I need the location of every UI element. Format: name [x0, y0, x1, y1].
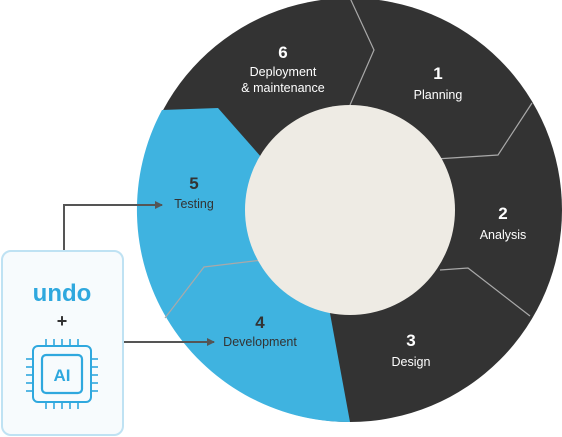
phase-4-label: Development [223, 335, 297, 349]
phase-1-label: Planning [414, 88, 463, 102]
center-hub [245, 105, 455, 315]
phase-6-number: 6 [278, 43, 287, 62]
phase-2-label: Analysis [480, 228, 527, 242]
segment-testing-development [136, 108, 350, 423]
phase-1-number: 1 [433, 64, 442, 83]
segment-dividers [164, 0, 533, 319]
phase-4-number: 4 [255, 313, 265, 332]
phase-6-label-line-2: & maintenance [241, 81, 324, 95]
ai-chip-icon [26, 339, 98, 409]
phase-5-label: Testing [174, 197, 214, 211]
phase-3-number: 3 [406, 331, 415, 350]
ai-chip-label: AI [54, 366, 71, 385]
phase-2: 2 Analysis [480, 204, 527, 242]
phase-2-number: 2 [498, 204, 507, 223]
phase-6-label-line-1: Deployment [250, 65, 317, 79]
undo-logo: undo [33, 280, 92, 307]
phase-5-number: 5 [189, 174, 198, 193]
phase-3-label: Design [392, 355, 431, 369]
phase-1: 1 Planning [414, 64, 463, 102]
connector-arrow-to-testing [63, 201, 163, 250]
phase-6: 6 Deployment & maintenance [241, 43, 324, 95]
undo-ai-box: undo + [1, 250, 124, 436]
plus-sign: + [57, 311, 68, 331]
phase-5: 5 Testing [174, 174, 214, 211]
phase-4: 4 Development [223, 313, 297, 349]
phase-3: 3 Design [392, 331, 431, 369]
